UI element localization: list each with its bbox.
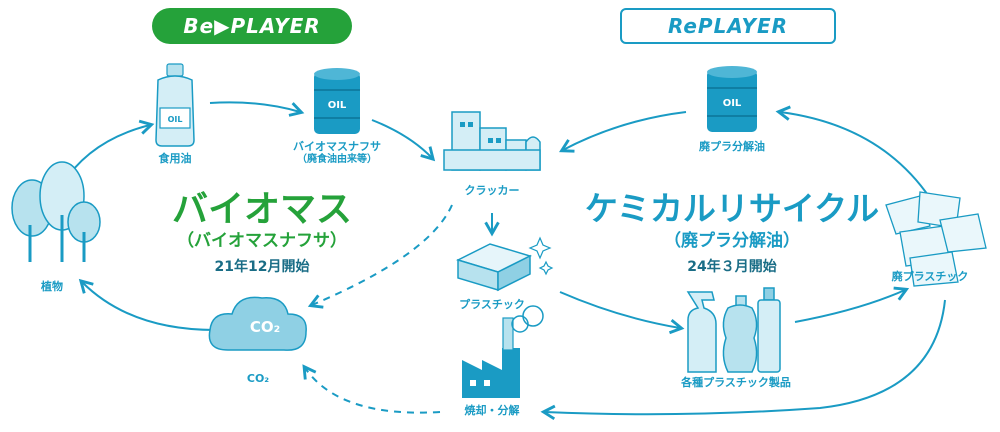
incineration-plant-icon — [462, 305, 544, 398]
cracker-label: クラッカー — [464, 184, 520, 197]
arrow-products-to-wasteplastic — [794, 286, 910, 323]
biomass-start-date: 21年12月開始 — [214, 259, 310, 275]
bio-naphtha-note: （廃食油由来等） — [297, 153, 377, 165]
arrow-incineration-to-co2 — [302, 364, 441, 414]
plastic-bottles-icon — [686, 287, 781, 373]
barrel-label: OIL — [328, 100, 347, 111]
co2-cloud-text: CO₂ — [249, 318, 281, 336]
arrow-co2-to-plants — [78, 278, 216, 331]
trees-icon — [11, 161, 101, 262]
oil-bottle-label: OIL — [168, 115, 183, 124]
biomass-subtitle: （バイオマスナフサ） — [177, 231, 347, 251]
waste-oil-barrel-icon: OIL — [707, 66, 757, 132]
cooking-oil-label: 食用油 — [158, 152, 192, 165]
arrow-naphtha-to-cracker — [371, 119, 436, 162]
products-label: 各種プラスチック製品 — [681, 376, 791, 389]
factory-icon — [443, 111, 541, 171]
waste-plastic-icon — [885, 191, 987, 287]
biomass-title: バイオマス — [171, 189, 353, 230]
re-player-badge: RePLAYER — [620, 8, 836, 44]
chemical-recycle-start-date: 24年３月開始 — [687, 259, 777, 275]
barrel-icon: OIL — [314, 68, 360, 134]
oil-bottle-icon: OIL — [155, 63, 195, 147]
incineration-label: 焼却・分解 — [464, 404, 520, 417]
arrow-cracker-to-co2 — [307, 204, 453, 309]
arrow-oil-to-naphtha — [209, 101, 305, 117]
arrow-wasteplastic-to-incineration — [540, 299, 946, 421]
co2-cloud-icon — [208, 296, 307, 351]
co2-label: CO₂ — [246, 372, 270, 385]
waste-oil-barrel-label: OIL — [723, 98, 742, 109]
arrow-oil-to-cracker — [559, 111, 687, 153]
waste-oil-label: 廃プラ分解油 — [699, 140, 765, 153]
be-player-badge: Be▶PLAYER — [152, 8, 352, 44]
flow-arrows — [61, 101, 946, 421]
plastic-block-icon — [455, 236, 554, 292]
waste-plastic-label: 廃プラスチック — [891, 270, 969, 283]
arrow-plastic-to-products — [559, 291, 685, 335]
plants-label: 植物 — [41, 280, 63, 293]
plastic-label: プラスチック — [459, 298, 525, 311]
bio-naphtha-label: バイオマスナフサ （廃食油由来等） — [293, 140, 381, 166]
bio-naphtha-name: バイオマスナフサ — [293, 140, 381, 153]
arrow-wasteplastic-to-oil — [775, 105, 931, 199]
chemical-recycle-subtitle: （廃プラ分解油） — [664, 231, 800, 251]
chemical-recycle-title: ケミカルリサイクル — [584, 189, 880, 228]
